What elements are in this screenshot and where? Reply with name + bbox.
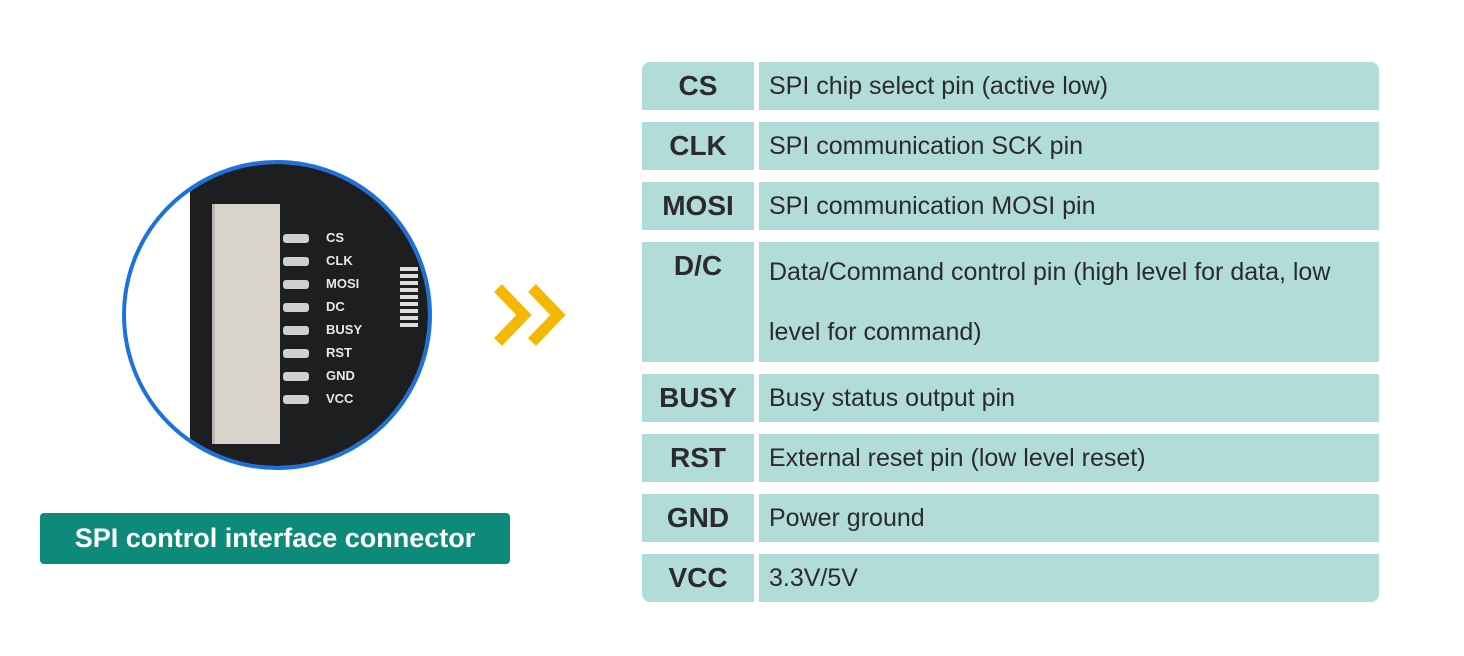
pin-name: MOSI	[642, 182, 754, 230]
silkscreen-label: CLK	[326, 253, 353, 268]
resistor	[400, 316, 418, 320]
silkscreen-label: CS	[326, 230, 345, 245]
pin-description: External reset pin (low level reset)	[759, 434, 1379, 482]
resistor	[400, 309, 418, 313]
pin-name: VCC	[642, 554, 754, 602]
silkscreen-label: GND	[326, 368, 355, 383]
connector-pin	[283, 372, 309, 381]
connector-pin	[283, 326, 309, 335]
pin-name: CS	[642, 62, 754, 110]
pin-name: CLK	[642, 122, 754, 170]
connector-pin	[283, 234, 309, 243]
silkscreen-label: VCC	[326, 391, 354, 406]
pin-description: 3.3V/5V	[759, 554, 1379, 602]
fpc-connector	[212, 204, 280, 444]
resistor	[400, 295, 418, 299]
pin-name: BUSY	[642, 374, 754, 422]
pin-description: Power ground	[759, 494, 1379, 542]
pin-description: SPI communication MOSI pin	[759, 182, 1379, 230]
resistor	[400, 288, 418, 292]
pcb-board: CS CLK MOSI DC BUSY RST GND VCC	[190, 164, 428, 466]
silkscreen-label: RST	[326, 345, 352, 360]
pin-description: Busy status output pin	[759, 374, 1379, 422]
resistor	[400, 323, 418, 327]
silkscreen-label: MOSI	[326, 276, 360, 291]
resistor	[400, 267, 418, 271]
silkscreen-label: DC	[326, 299, 345, 314]
pin-description: SPI communication SCK pin	[759, 122, 1379, 170]
resistor	[400, 281, 418, 285]
resistor	[400, 274, 418, 278]
connector-pin	[283, 303, 309, 312]
connector-label: SPI control interface connector	[40, 513, 510, 564]
connector-pin	[283, 280, 309, 289]
pin-name: GND	[642, 494, 754, 542]
pin-name: RST	[642, 434, 754, 482]
pin-description: SPI chip select pin (active low)	[759, 62, 1379, 110]
double-chevron-right-icon	[494, 284, 566, 346]
connector-photo: CS CLK MOSI DC BUSY RST GND VCC	[122, 160, 432, 470]
pin-name: D/C	[642, 242, 754, 362]
resistor	[400, 302, 418, 306]
pin-description: Data/Command control pin (high level for…	[759, 242, 1379, 362]
connector-pin	[283, 395, 309, 404]
silkscreen-label: BUSY	[326, 322, 363, 337]
connector-pin	[283, 257, 309, 266]
connector-pin	[283, 349, 309, 358]
